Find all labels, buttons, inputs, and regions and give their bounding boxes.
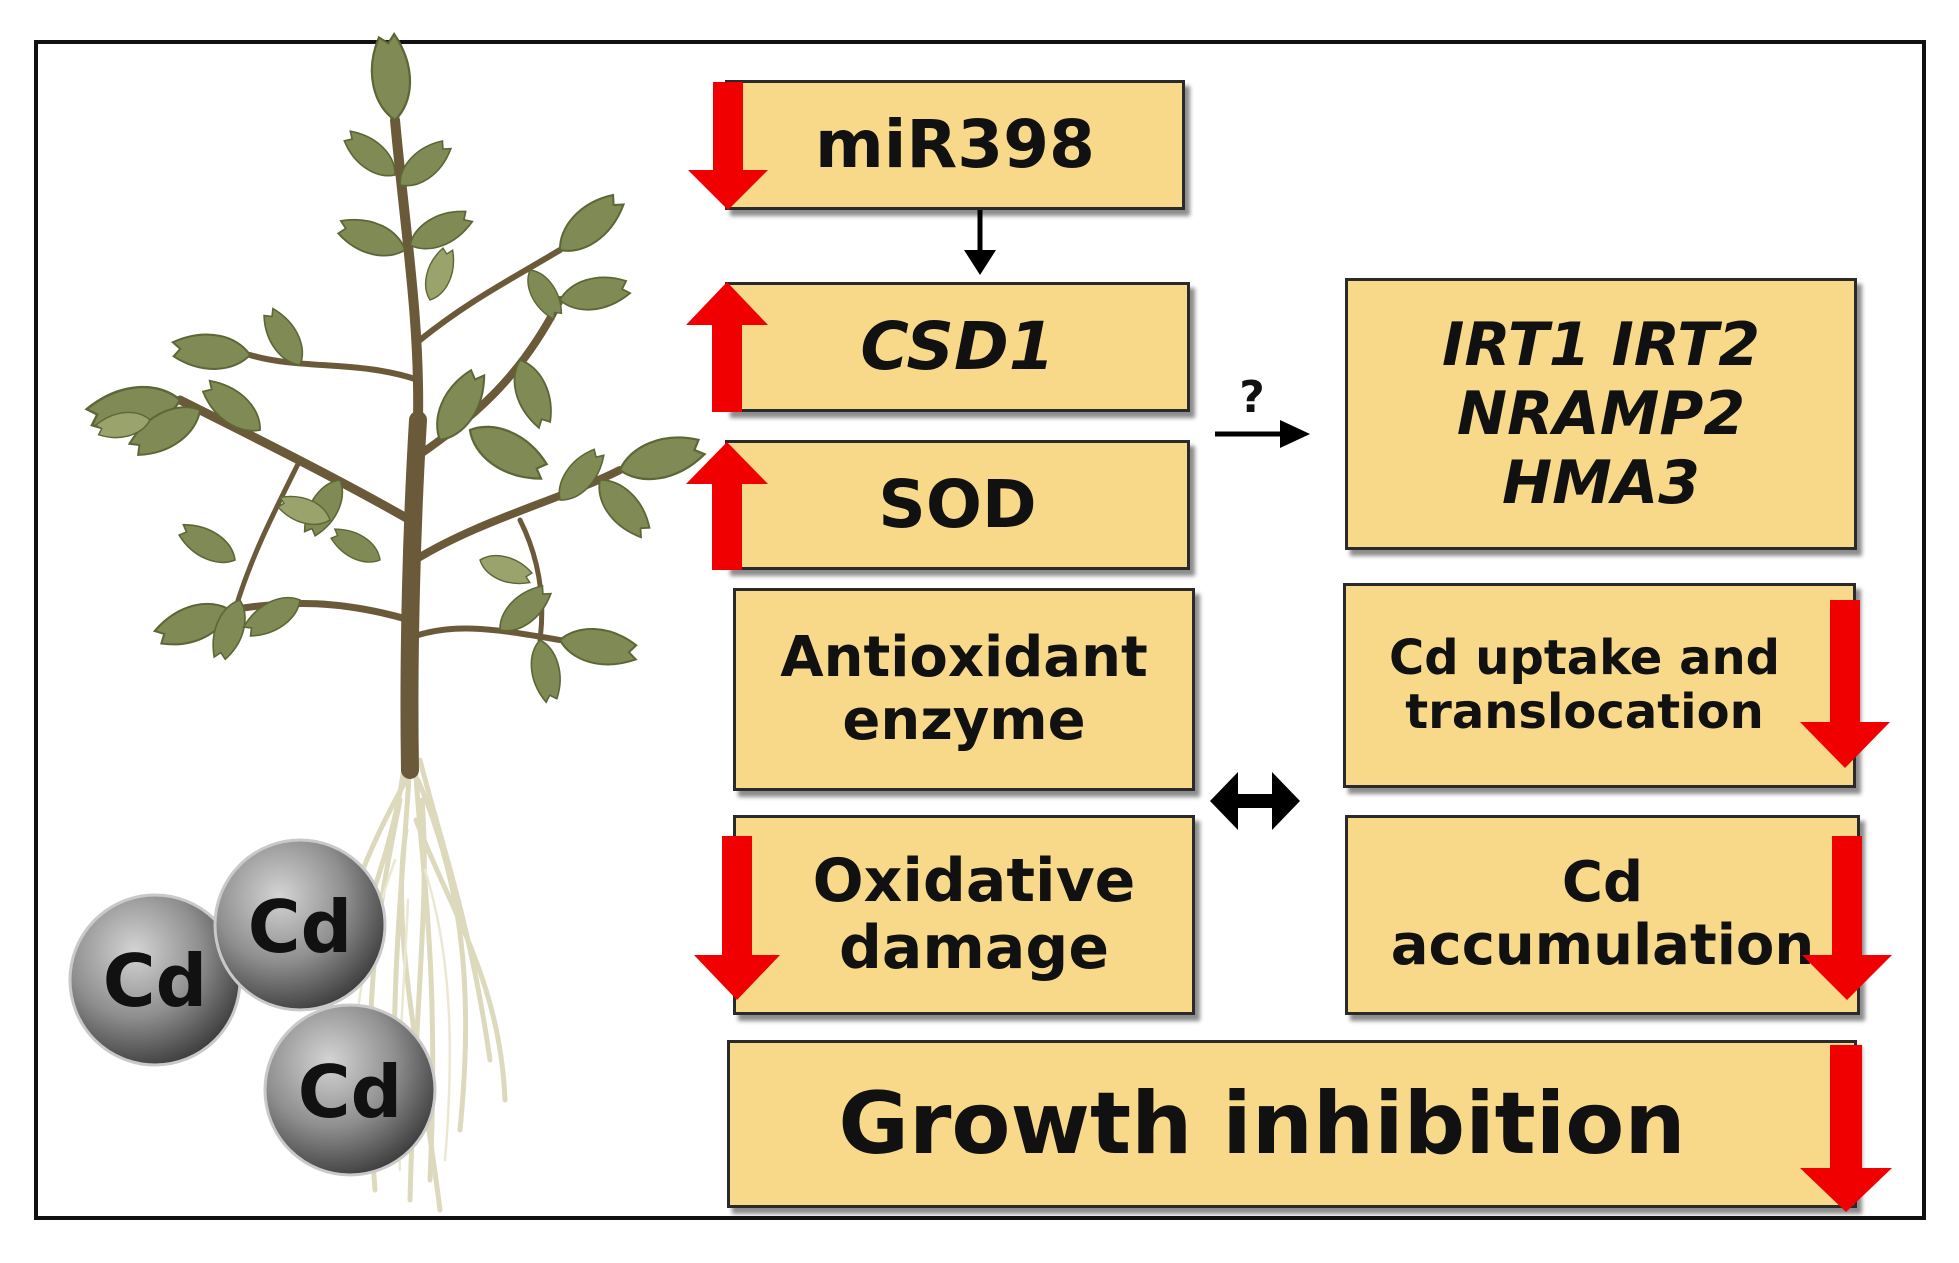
mir398-label: miR398 [815,106,1095,184]
sod-box: SOD [725,440,1190,570]
cd-ball-2-label: Cd [248,885,352,969]
cd-ball-3: Cd [263,1003,437,1177]
cd-ball-1-label: Cd [103,939,207,1023]
cd-uptake-line-1: Cd uptake and [1389,629,1780,686]
sod-label: SOD [878,466,1037,544]
transporters-line-2: NRAMP2 [1456,378,1746,449]
transporters-line-3: HMA3 [1501,447,1701,518]
cd-accumulation-line-2: accumulation [1390,913,1815,978]
cd-ball-3-label: Cd [298,1050,402,1134]
growth-inhibition-box: Growth inhibition [727,1040,1857,1208]
cd-accumulation-line-1: Cd [1561,850,1644,916]
antioxidant-enzyme-box: Antioxidant enzyme [733,588,1195,791]
cd-ball-1: Cd [68,893,242,1067]
figure-frame [34,40,1926,1220]
csd1-label: CSD1 [860,308,1055,386]
mir398-box: miR398 [725,80,1185,210]
plant-stems [175,115,624,779]
antioxidant-line-1: Antioxidant [780,624,1148,690]
double-arrow-antioxidant-cd [1210,772,1300,830]
oxidative-damage-box: Oxidative damage [733,815,1195,1015]
cd-uptake-line-2: translocation [1405,683,1764,740]
antioxidant-line-2: enzyme [842,687,1086,753]
cd-ball-2: Cd [213,838,387,1012]
arrow-csd1-sod-to-transporters [1215,420,1310,448]
transporters-box: IRT1 IRT2 NRAMP2 HMA3 [1345,278,1857,550]
growth-inhibition-label: Growth inhibition [838,1073,1686,1174]
csd1-box: CSD1 [725,282,1190,412]
cd-accumulation-box: Cd accumulation [1345,815,1860,1015]
cd-uptake-box: Cd uptake and translocation [1343,583,1856,788]
transporters-line-1: IRT1 IRT2 [1442,309,1760,380]
oxidative-line-1: Oxidative [812,845,1136,916]
question-mark-label: ? [1239,372,1265,423]
arrow-mir398-to-csd1 [964,210,996,275]
oxidative-line-2: damage [838,913,1110,983]
